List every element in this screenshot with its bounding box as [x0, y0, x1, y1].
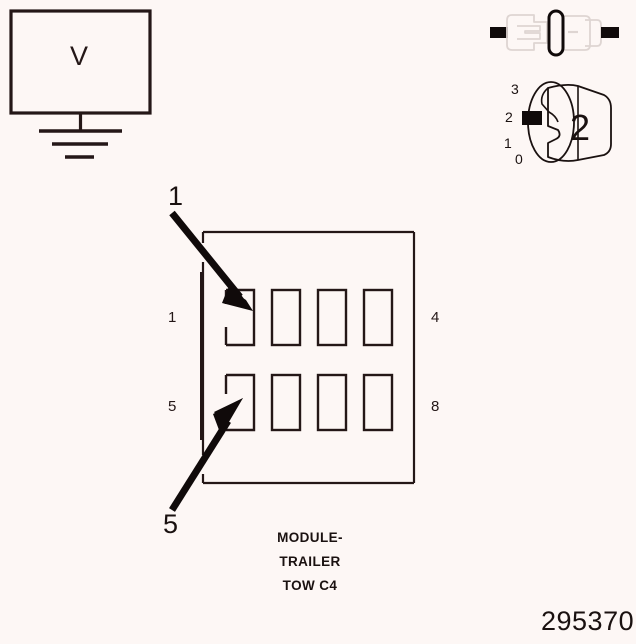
module-name-line-3: TOW C4 [282, 578, 338, 593]
switch-scale-2: 2 [505, 109, 513, 125]
ground-icon [39, 129, 122, 159]
module-name-caption: MODULE- TRAILER TOW C4 [240, 530, 380, 593]
figure-number: 295370 [541, 606, 635, 636]
module-name-line-2: TRAILER [279, 554, 341, 569]
switch-scale-0: 0 [515, 151, 523, 167]
pin-label-8: 8 [431, 398, 440, 415]
connector-disconnect-icon [490, 9, 619, 57]
callout-label-5: 5 [163, 509, 179, 539]
callout-arrow-5 [169, 398, 243, 512]
callout-arrow-1 [169, 210, 253, 311]
voltmeter-icon [9, 9, 152, 130]
pin-label-1: 1 [168, 309, 177, 326]
switch-scale-3: 3 [511, 81, 519, 97]
pin-label-5: 5 [168, 398, 177, 415]
pin-label-4: 4 [431, 309, 440, 326]
module-name-line-1: MODULE- [277, 530, 343, 545]
switch-scale-1: 1 [504, 135, 512, 151]
switch-position-label: 2 [570, 107, 591, 148]
voltmeter-symbol: V [70, 41, 89, 71]
connector-body [200, 230, 416, 485]
rotary-switch-icon [522, 81, 612, 163]
cavity-row-top [224, 288, 394, 347]
callout-label-1: 1 [168, 181, 184, 211]
cavity-row-bottom [224, 373, 394, 432]
